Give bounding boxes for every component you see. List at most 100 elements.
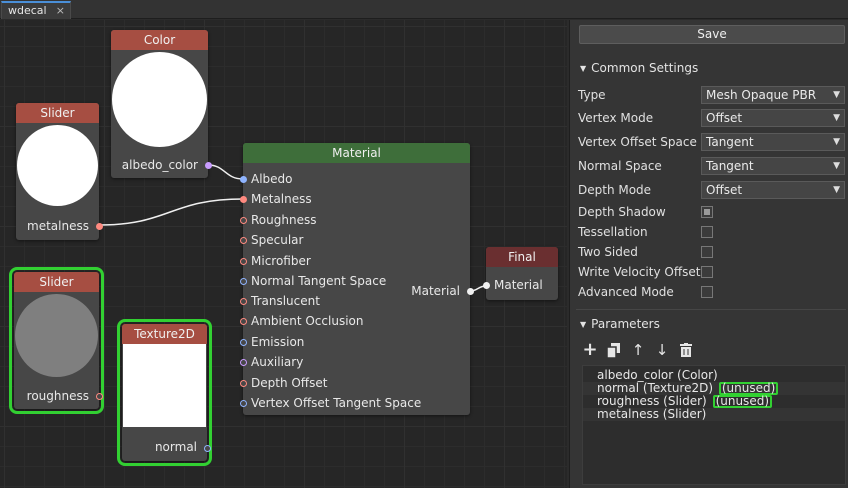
input-label: Microfiber	[251, 254, 311, 268]
combo-value: Offset	[706, 183, 743, 197]
node-color-title: Color	[111, 30, 208, 50]
prop-normal-space: Normal Space Tangent▼	[578, 156, 846, 176]
prop-label: Depth Mode	[578, 183, 652, 197]
two-sided-checkbox[interactable]	[701, 246, 713, 258]
input-pin[interactable]	[240, 237, 247, 244]
wire-metalness	[98, 198, 244, 226]
prop-label: Tessellation	[578, 225, 648, 239]
prop-depth-shadow: Depth Shadow	[578, 202, 846, 222]
normal-space-combobox[interactable]: Tangent▼	[701, 157, 845, 175]
input-pin[interactable]	[240, 298, 247, 305]
output-pin-normal[interactable]	[204, 445, 211, 452]
input-pin[interactable]	[483, 282, 490, 289]
prop-label: Two Sided	[578, 245, 638, 259]
input-pin[interactable]	[240, 339, 247, 346]
input-label: Vertex Offset Tangent Space	[251, 396, 422, 410]
input-vertex-offset-tangent-space[interactable]: Vertex Offset Tangent Space	[240, 393, 470, 413]
input-pin[interactable]	[240, 318, 247, 325]
input-depth-offset[interactable]: Depth Offset	[240, 373, 470, 393]
input-pin[interactable]	[240, 196, 247, 203]
node-material[interactable]: Material Albedo Metalness Roughness Spec…	[240, 143, 474, 415]
section-divider	[576, 309, 846, 310]
output-pin-albedo-color[interactable]	[205, 162, 212, 169]
node-color-output-label: albedo_color	[121, 158, 198, 172]
move-down-icon[interactable]: ↓	[655, 341, 669, 359]
node-slider-roughness[interactable]: Slider roughness	[9, 267, 104, 414]
input-label: Emission	[251, 335, 305, 349]
list-item[interactable]: normal (Texture2D) (unused)	[583, 382, 845, 395]
tab-wdecal[interactable]: wdecal ×	[1, 1, 71, 19]
input-pin[interactable]	[240, 380, 247, 387]
input-pin[interactable]	[240, 278, 247, 285]
combo-value: Tangent	[706, 135, 754, 149]
write-velocity-offset-checkbox[interactable]	[701, 266, 713, 278]
vertex-mode-combobox[interactable]: Offset▼	[701, 109, 845, 127]
node-color[interactable]: Color albedo_color	[111, 30, 212, 178]
node-slider-output-label: metalness	[27, 219, 89, 233]
dropdown-arrow-icon: ▼	[833, 185, 840, 195]
output-pin-metalness[interactable]	[96, 223, 103, 230]
input-pin[interactable]	[240, 258, 247, 265]
list-item[interactable]: metalness (Slider)	[583, 408, 845, 421]
input-auxiliary[interactable]: Auxiliary	[240, 352, 470, 372]
param-name: metalness (Slider)	[597, 407, 707, 421]
input-label: Albedo	[251, 172, 293, 186]
input-roughness[interactable]: Roughness	[240, 210, 470, 230]
collapse-triangle-icon: ▼	[580, 320, 587, 329]
prop-label: Advanced Mode	[578, 285, 674, 299]
input-label: Depth Offset	[251, 376, 328, 390]
list-item[interactable]: albedo_color (Color)	[583, 369, 845, 382]
node-graph-canvas[interactable]: Color albedo_color Slider metalness Slid…	[0, 20, 567, 488]
prop-label: Vertex Mode	[578, 111, 654, 125]
input-specular[interactable]: Specular	[240, 230, 470, 250]
close-icon[interactable]: ×	[55, 4, 65, 17]
input-final-material[interactable]: Material	[483, 275, 558, 295]
parameters-list[interactable]: albedo_color (Color) normal (Texture2D) …	[582, 365, 846, 485]
move-up-icon[interactable]: ↑	[631, 341, 645, 359]
parameters-header[interactable]: ▼Parameters	[580, 317, 660, 331]
input-pin[interactable]	[240, 400, 247, 407]
node-slider-metalness[interactable]: Slider metalness	[16, 103, 103, 240]
add-icon[interactable]: +	[582, 339, 598, 360]
input-emission[interactable]: Emission	[240, 332, 470, 352]
input-albedo[interactable]: Albedo	[240, 169, 470, 189]
input-label: Metalness	[251, 192, 312, 206]
param-name: roughness (Slider)	[597, 394, 707, 408]
input-label: Specular	[251, 233, 304, 247]
input-pin[interactable]	[240, 217, 247, 224]
type-combobox[interactable]: Mesh Opaque PBR▼	[701, 86, 845, 104]
save-button[interactable]: Save	[579, 25, 845, 44]
common-settings-header[interactable]: ▼Common Settings	[580, 61, 698, 75]
prop-label: Type	[578, 88, 606, 102]
texture-preview	[123, 344, 206, 427]
prop-type: Type Mesh Opaque PBR▼	[578, 85, 846, 105]
node-texture2d[interactable]: Texture2D normal	[117, 319, 212, 466]
input-pin[interactable]	[240, 359, 247, 366]
output-pin-material[interactable]	[467, 288, 474, 295]
list-item[interactable]: roughness (Slider) (unused)	[583, 395, 845, 408]
depth-mode-combobox[interactable]: Offset ▼	[701, 181, 845, 199]
input-translucent[interactable]: Translucent	[240, 291, 470, 311]
color-preview	[112, 52, 207, 147]
advanced-mode-checkbox[interactable]	[701, 286, 713, 298]
node-final[interactable]: Final Material	[483, 247, 558, 300]
input-ambient-occlusion[interactable]: Ambient Occlusion	[240, 311, 470, 331]
input-metalness[interactable]: Metalness	[240, 189, 470, 209]
slider-preview	[17, 125, 98, 206]
input-label: Material	[494, 278, 543, 292]
input-label: Translucent	[251, 294, 320, 308]
input-normal-tangent-space[interactable]: Normal Tangent Space	[240, 271, 470, 291]
output-pin-roughness[interactable]	[96, 393, 103, 400]
duplicate-icon[interactable]	[606, 341, 622, 359]
slider-preview	[15, 294, 98, 377]
input-microfiber[interactable]: Microfiber	[240, 251, 470, 271]
unused-badge: (unused)	[712, 395, 772, 408]
node-final-title: Final	[486, 247, 558, 267]
delete-icon[interactable]	[678, 341, 694, 359]
input-label: Ambient Occlusion	[251, 314, 364, 328]
collapse-triangle-icon: ▼	[580, 64, 587, 73]
input-pin[interactable]	[240, 176, 247, 183]
tessellation-checkbox[interactable]	[701, 226, 713, 238]
depth-shadow-checkbox[interactable]	[701, 206, 713, 218]
vertex-offset-space-combobox[interactable]: Tangent▼	[701, 133, 845, 151]
